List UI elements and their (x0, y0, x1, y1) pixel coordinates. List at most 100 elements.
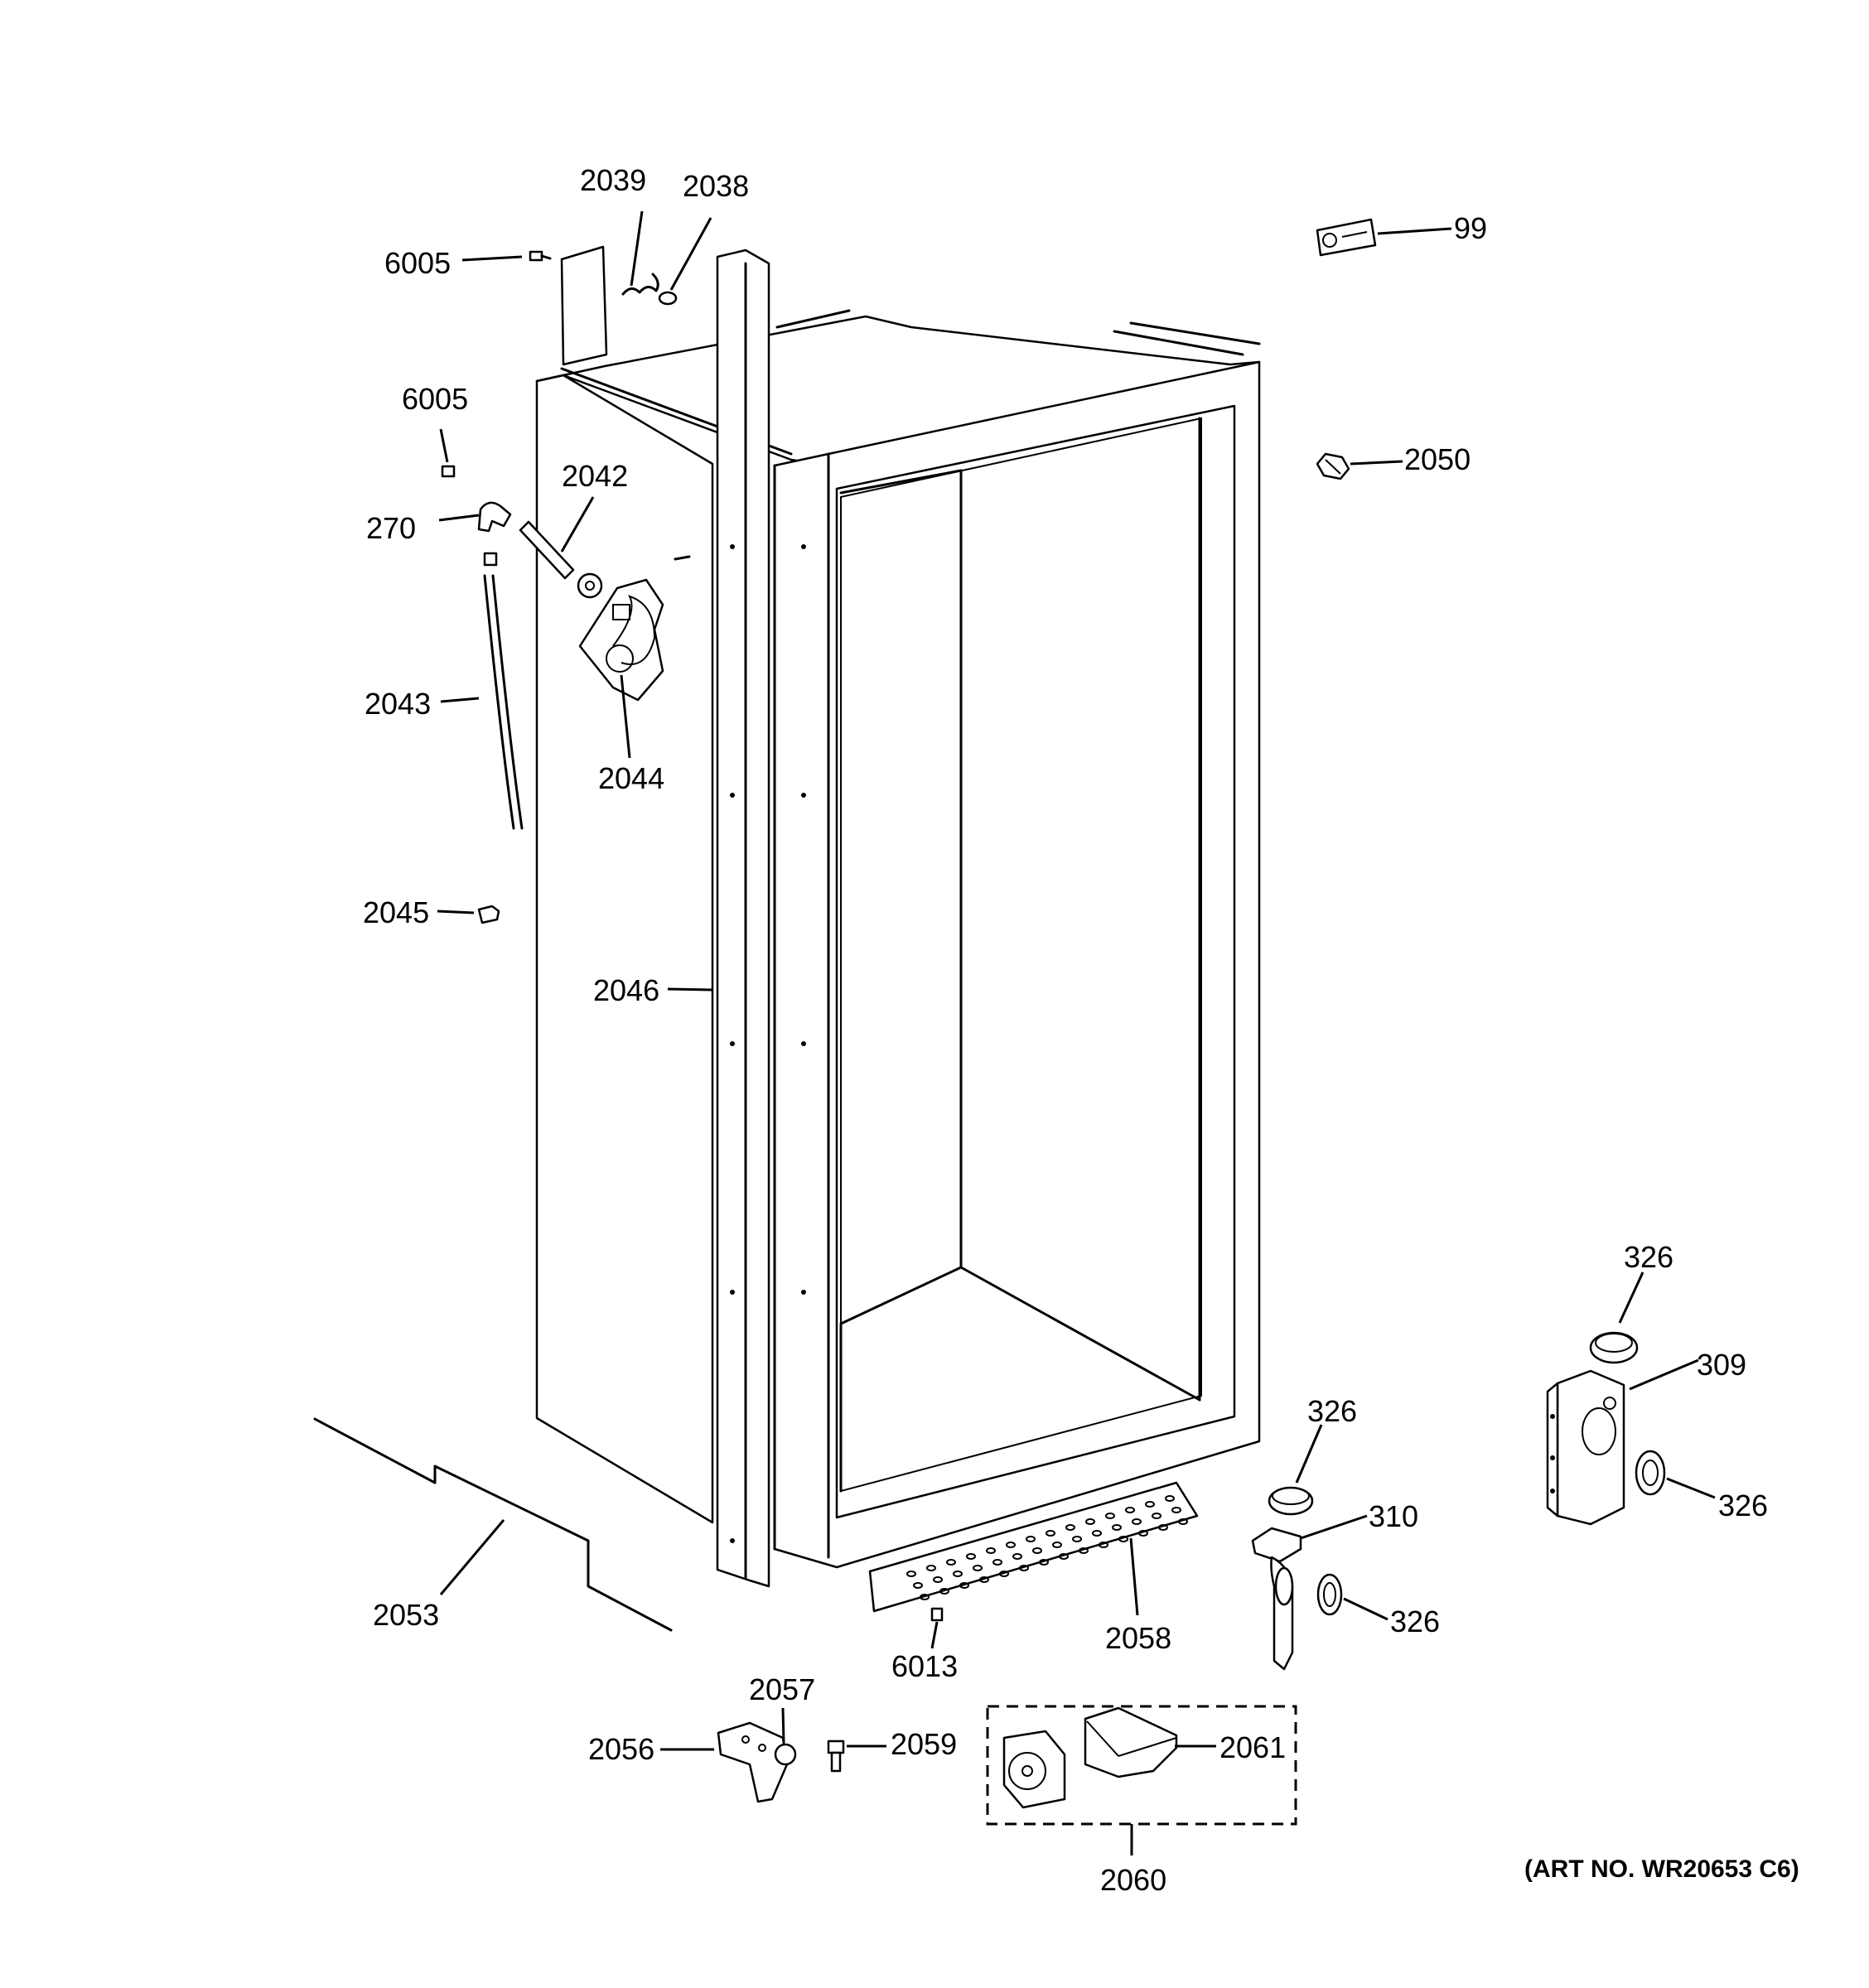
grille-hole (1165, 1495, 1175, 1502)
label-2058: 2058 (1105, 1621, 1171, 1655)
elbow-270 (477, 501, 512, 533)
part-2050 (1316, 452, 1350, 480)
small-screw-side (674, 555, 691, 561)
label-326-right-mid: 326 (1390, 1604, 1440, 1638)
grille-hole (1105, 1513, 1115, 1519)
callout-labels: 6005 2039 2038 99 6005 2050 2042 270 204… (363, 163, 1799, 1897)
label-326-top-right: 326 (1624, 1240, 1673, 1274)
cam-326-side-right (1635, 1450, 1666, 1496)
grille-hole (1152, 1513, 1161, 1519)
label-2042: 2042 (562, 459, 628, 493)
grille-hole (946, 1559, 956, 1566)
grille-hole (992, 1559, 1002, 1566)
label-2046: 2046 (593, 973, 659, 1007)
grille-hole (1125, 1507, 1135, 1513)
grille-hole (1171, 1507, 1181, 1513)
hinge-bracket-top (560, 245, 608, 366)
label-2045: 2045 (363, 895, 429, 929)
cable-assembly-2044 (578, 578, 664, 702)
grille-hole (906, 1571, 916, 1577)
label-2057: 2057 (749, 1672, 815, 1706)
label-2061: 2061 (1219, 1730, 1286, 1764)
rod-2042 (519, 520, 575, 580)
grille-hole (1046, 1530, 1055, 1537)
duct-2061 (1084, 1706, 1178, 1778)
grille-hole (1092, 1530, 1102, 1537)
grille-hole (1052, 1542, 1062, 1548)
cam-326-right-mid (1316, 1573, 1343, 1616)
grille-hole (1079, 1547, 1089, 1554)
label-2056: 2056 (588, 1732, 654, 1766)
label-2038: 2038 (683, 169, 749, 203)
cam-326-top-mid (1268, 1486, 1314, 1516)
label-99: 99 (1454, 211, 1487, 245)
cam-326-top-right (1589, 1331, 1639, 1364)
grille-hole (966, 1553, 976, 1560)
washer-2038 (658, 291, 678, 306)
grille-hole (1132, 1518, 1142, 1525)
screw-2059 (827, 1740, 845, 1773)
grille-hole (1145, 1501, 1155, 1508)
label-270: 270 (366, 511, 416, 545)
grille-hole (1158, 1524, 1168, 1531)
grille-hole (959, 1582, 969, 1589)
cable-2043 (483, 574, 524, 830)
hinge-310 (1251, 1527, 1302, 1671)
grille-hole (933, 1576, 943, 1583)
label-309: 309 (1697, 1348, 1746, 1382)
grille-hole (913, 1582, 923, 1589)
clip-2039 (621, 273, 659, 296)
panel-2053 (313, 1417, 673, 1632)
bracket-2056 (717, 1721, 789, 1803)
trim-strip-2046 (716, 248, 770, 1588)
kit-box-2060 (986, 1705, 1297, 1826)
label-326-side-right: 326 (1718, 1489, 1768, 1522)
grille-hole (1118, 1536, 1128, 1542)
label-2050: 2050 (1404, 442, 1471, 476)
label-6005-mid: 6005 (402, 382, 468, 416)
label-2059: 2059 (891, 1727, 957, 1761)
grille-hole (1006, 1542, 1016, 1548)
pin-2057 (774, 1743, 797, 1766)
grille-hole (1138, 1530, 1148, 1537)
label-2053: 2053 (373, 1598, 439, 1632)
grille-hole (1032, 1547, 1042, 1554)
nut-fitting (483, 552, 498, 567)
grille-2058 (868, 1481, 1199, 1613)
grille-hole (999, 1571, 1009, 1577)
label-310: 310 (1369, 1499, 1418, 1533)
grille-hole (1099, 1542, 1108, 1548)
grille-hole (1039, 1559, 1049, 1566)
plug-2045 (477, 905, 500, 924)
grille-hole (1065, 1524, 1075, 1531)
grille-hole (973, 1565, 983, 1571)
grille-hole (979, 1576, 989, 1583)
label-2044: 2044 (598, 761, 664, 795)
screw-6013 (930, 1607, 944, 1622)
label-6013: 6013 (891, 1649, 958, 1683)
grille-hole (939, 1588, 949, 1595)
screw-6005-top (529, 250, 552, 262)
label-2043: 2043 (365, 687, 431, 721)
grille-hole (1178, 1518, 1188, 1525)
screw-6005-mid (441, 465, 456, 478)
grille-hole (953, 1571, 963, 1577)
grille-hole (1072, 1536, 1082, 1542)
grille-hole (920, 1594, 930, 1600)
nameplate-99 (1316, 218, 1377, 257)
grille-hole (986, 1547, 996, 1554)
label-2039: 2039 (580, 163, 646, 197)
label-6005-top: 6005 (384, 246, 451, 280)
label-326-top-mid: 326 (1307, 1394, 1357, 1428)
art-number: (ART NO. WR20653 C6) (1524, 1855, 1799, 1883)
hinge-309 (1546, 1369, 1625, 1526)
grille-hole (1026, 1536, 1036, 1542)
grille-hole (1059, 1553, 1069, 1560)
grille-hole (1012, 1553, 1022, 1560)
grille-hole (1112, 1524, 1122, 1531)
leader-lines (437, 210, 1716, 1855)
grille-hole (926, 1565, 936, 1571)
label-2060: 2060 (1100, 1863, 1166, 1897)
grille-hole (1085, 1518, 1095, 1525)
